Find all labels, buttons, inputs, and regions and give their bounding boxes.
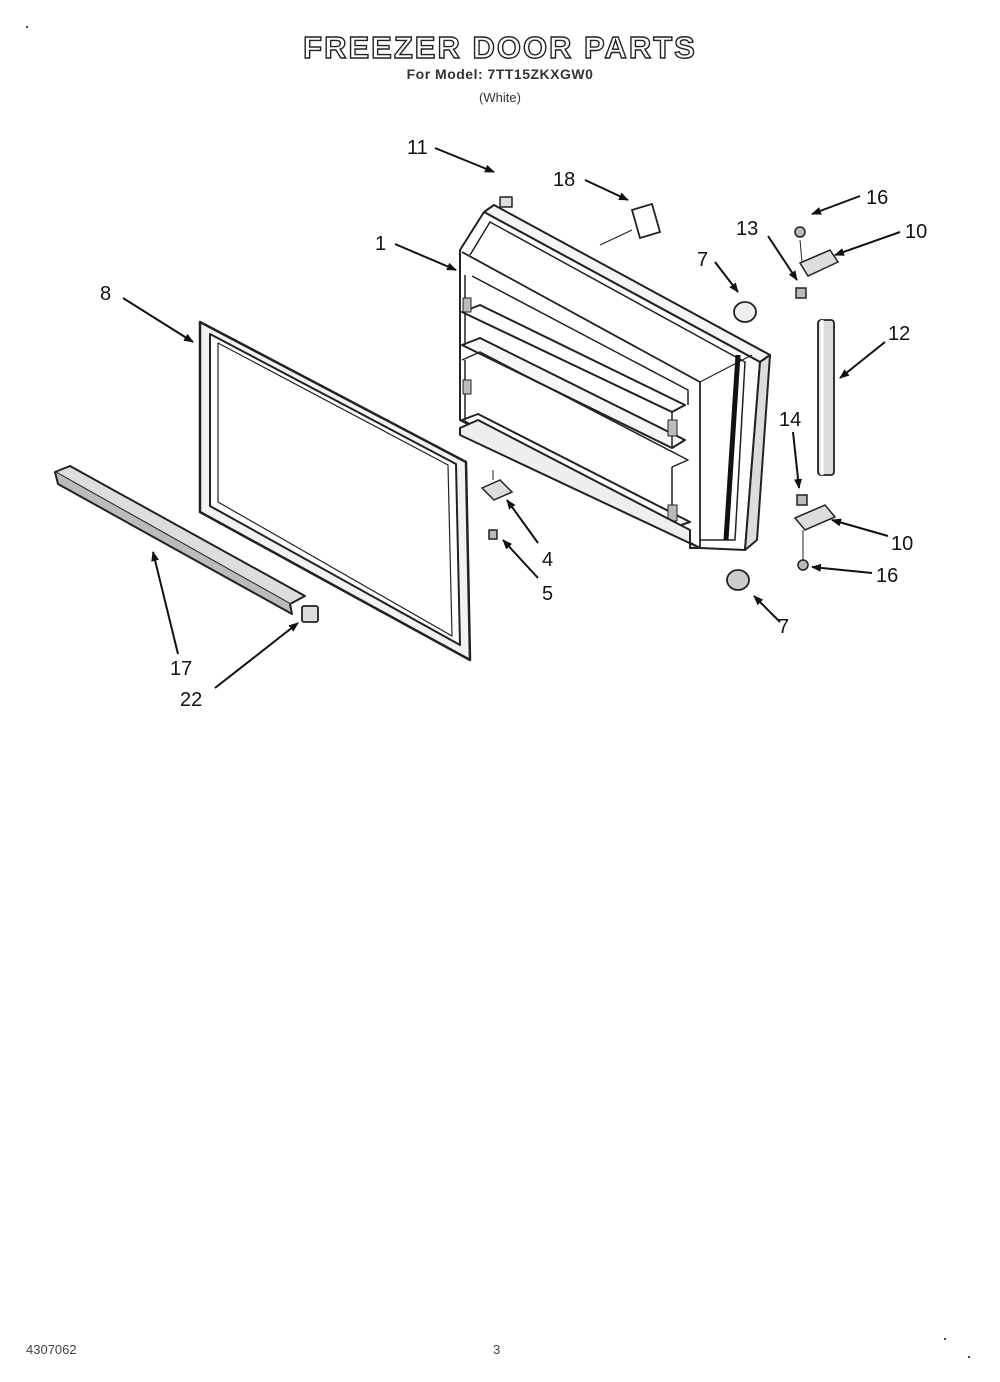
callout-label: 18 <box>553 169 575 191</box>
page-number: 3 <box>493 1342 501 1357</box>
lower-hinge-part <box>793 494 837 571</box>
callout-label: 16 <box>866 187 888 209</box>
callout-label: 14 <box>779 409 801 431</box>
callout-label: 13 <box>736 218 758 240</box>
scan-speck <box>968 1356 970 1358</box>
scan-speck <box>26 26 28 28</box>
callout-leaders <box>122 147 901 689</box>
callout-label: 10 <box>891 533 913 555</box>
model-number: For Model: 7TT15ZKXGW0 <box>406 66 594 82</box>
callout-label: 16 <box>876 565 898 587</box>
callout-label: 22 <box>180 689 202 711</box>
trim-strip-part <box>54 465 306 615</box>
callout-label: 17 <box>170 658 192 680</box>
callout-label: 10 <box>905 221 927 243</box>
callout-label: 1 <box>375 233 386 255</box>
callout-label: 8 <box>100 283 111 305</box>
callout-label: 11 <box>407 137 428 159</box>
label-plate-part <box>599 202 662 246</box>
callout-label: 12 <box>888 323 910 345</box>
callout-label: 5 <box>542 583 553 605</box>
bumper-part <box>726 301 757 591</box>
callout-labels: 11 18 16 13 10 1 7 8 12 14 4 5 10 16 7 1… <box>100 137 927 711</box>
hinge-bar-part <box>817 319 835 476</box>
bracket-part <box>480 470 514 540</box>
door-gasket-part <box>198 320 472 662</box>
document-number: 4307062 <box>26 1342 77 1357</box>
door-liner-part <box>459 196 771 551</box>
callout-label: 7 <box>778 616 789 638</box>
model-color: (White) <box>479 90 521 105</box>
page-title: FREEZER DOOR PARTS <box>302 29 697 65</box>
callout-label: 7 <box>697 249 708 271</box>
upper-hinge-part <box>794 226 840 299</box>
end-cap-part <box>301 605 319 623</box>
callout-label: 4 <box>542 549 553 571</box>
scan-speck <box>944 1338 946 1340</box>
